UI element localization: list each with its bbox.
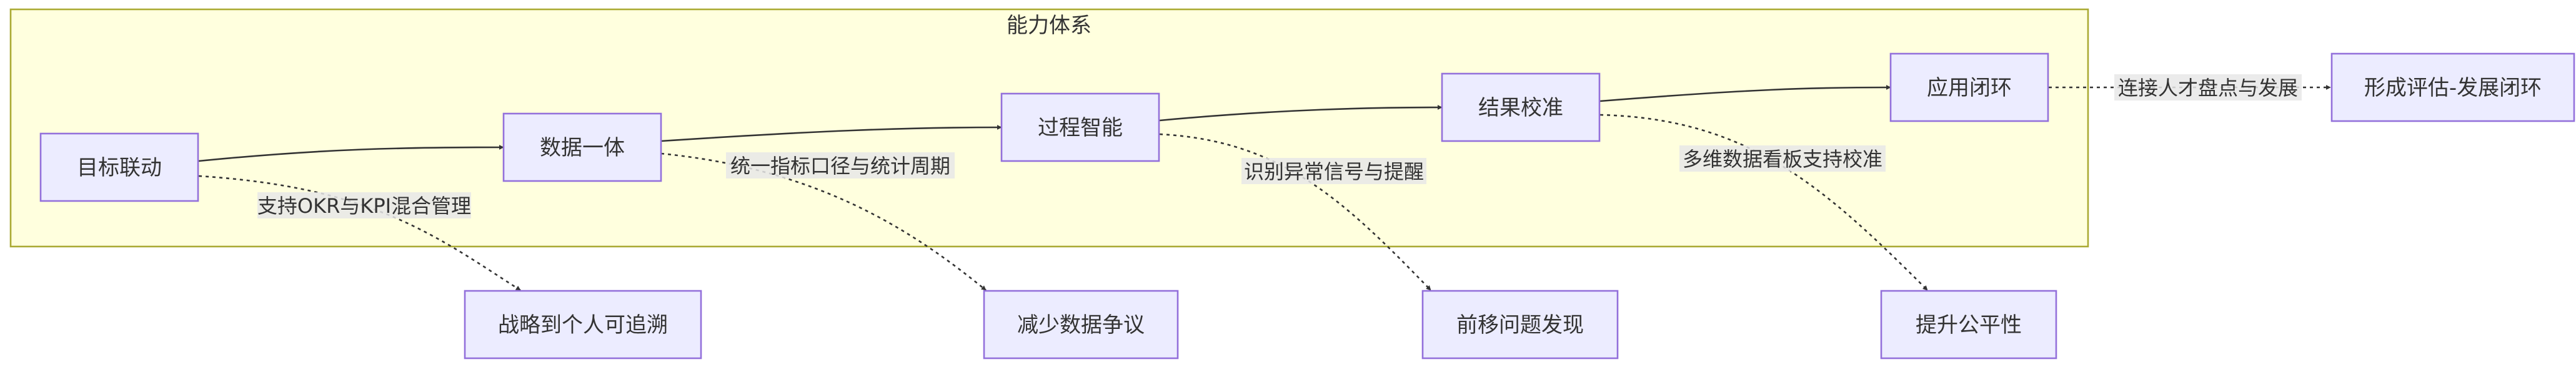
svg-text:统一指标口径与统计周期: 统一指标口径与统计周期 (730, 154, 950, 178)
svg-text:提升公平性: 提升公平性 (1916, 313, 2022, 338)
svg-text:前移问题发现: 前移问题发现 (1456, 313, 1584, 338)
svg-text:数据一体: 数据一体 (540, 135, 625, 160)
edge-label-talent: 连接人才盘点与发展 (2114, 74, 2302, 100)
edge-process-to-result (1159, 105, 1443, 122)
svg-text:过程智能: 过程智能 (1038, 115, 1123, 140)
edge-goal-to-data (198, 145, 504, 162)
svg-text:形成评估-发展闭环: 形成评估-发展闭环 (2364, 76, 2542, 100)
node-traceability[interactable]: 战略到个人可追溯 (464, 290, 702, 360)
svg-text:目标联动: 目标联动 (77, 155, 162, 180)
edge-label-okr-kpi: 支持OKR与KPI混合管理 (257, 192, 471, 218)
svg-text:支持OKR与KPI混合管理: 支持OKR与KPI混合管理 (257, 194, 471, 218)
node-application-loop[interactable]: 应用闭环 (1889, 52, 2049, 122)
node-early-detection[interactable]: 前移问题发现 (1421, 290, 1619, 360)
edge-label-dashboard: 多维数据看板支持校准 (1679, 145, 1886, 172)
node-evaluation-loop[interactable]: 形成评估-发展闭环 (2330, 52, 2575, 122)
node-process-intelligence[interactable]: 过程智能 (1000, 92, 1160, 162)
edge-label-anomaly: 识别异常信号与提醒 (1241, 158, 1426, 184)
node-fairness[interactable]: 提升公平性 (1880, 290, 2057, 360)
edge-label-unified-metrics: 统一指标口径与统计周期 (726, 152, 955, 179)
edge-result-to-fairness (1599, 114, 1928, 291)
node-less-dispute[interactable]: 减少数据争议 (983, 290, 1179, 360)
node-data-unity[interactable]: 数据一体 (502, 112, 662, 182)
edge-data-to-process (660, 125, 1002, 142)
node-goal-link[interactable]: 目标联动 (39, 132, 199, 202)
nodes: 目标联动 数据一体 过程智能 结果校准 应用闭环 形成评估-发展闭环 战略到个人… (39, 52, 2575, 360)
cluster-title: 能力体系 (1007, 13, 1092, 38)
svg-text:减少数据争议: 减少数据争议 (1017, 313, 1145, 338)
svg-text:结果校准: 结果校准 (1478, 95, 1563, 120)
svg-text:识别异常信号与提醒: 识别异常信号与提醒 (1244, 160, 1424, 184)
node-result-calibration[interactable]: 结果校准 (1441, 72, 1601, 142)
edge-result-to-app (1599, 85, 1891, 102)
svg-text:连接人才盘点与发展: 连接人才盘点与发展 (2118, 76, 2298, 100)
edge-labels: 支持OKR与KPI混合管理 统一指标口径与统计周期 识别异常信号与提醒 多维数据… (257, 74, 2302, 218)
svg-text:应用闭环: 应用闭环 (1927, 76, 2012, 100)
svg-text:多维数据看板支持校准: 多维数据看板支持校准 (1683, 147, 1882, 171)
svg-text:战略到个人可追溯: 战略到个人可追溯 (498, 313, 668, 338)
